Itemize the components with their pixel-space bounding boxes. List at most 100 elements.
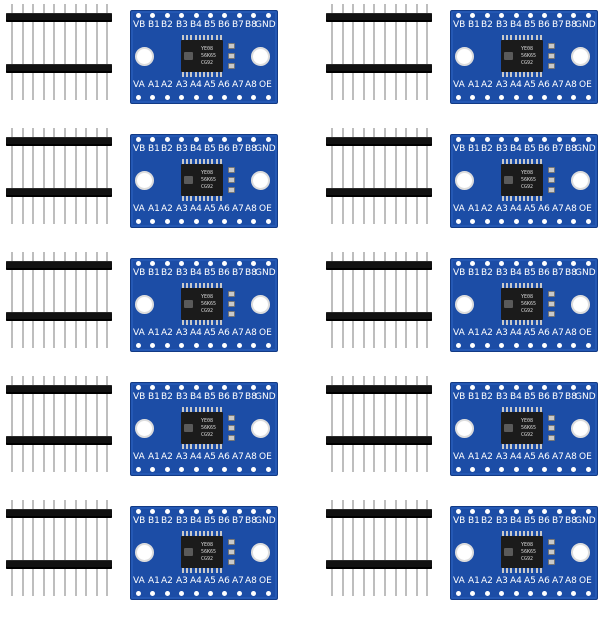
- chip-lead: [211, 531, 214, 536]
- pin-label-top: B4: [190, 516, 202, 526]
- header-pin: [362, 50, 365, 100]
- header-pin: [53, 174, 56, 224]
- solder-pad: [556, 385, 562, 390]
- chip-lead: [198, 283, 201, 288]
- pin-label-top: B5: [524, 268, 536, 278]
- pin-label-bottom: A5: [524, 576, 536, 586]
- mounting-hole: [251, 419, 270, 438]
- header-pin: [384, 174, 386, 224]
- pin-label-top: B4: [510, 144, 522, 154]
- solder-pad: [484, 13, 490, 18]
- chip-lead: [215, 568, 218, 573]
- chip-leads: [501, 72, 543, 77]
- header-pin: [373, 174, 376, 224]
- header-pin: [11, 50, 13, 100]
- solder-pad: [528, 467, 533, 472]
- pin-label-bottom: A7: [232, 452, 244, 462]
- pin-label-top: B7: [552, 268, 564, 278]
- chip-lead: [182, 72, 184, 77]
- header-pin: [331, 298, 333, 348]
- header-pin: [85, 500, 88, 546]
- mounting-hole: [455, 47, 474, 66]
- pin-label-bottom: A2: [161, 80, 173, 90]
- header-pin: [341, 500, 344, 546]
- smd-component: [548, 301, 555, 307]
- header-pin: [74, 4, 77, 50]
- solder-pad-row: [456, 467, 592, 473]
- pin-header: [326, 4, 432, 76]
- pin-label-top: B6: [538, 268, 550, 278]
- pin-label-bottom: VA: [453, 80, 465, 90]
- chip-lead: [182, 196, 184, 201]
- solder-pad: [179, 343, 185, 348]
- chip-lead: [539, 196, 542, 201]
- chip-marking: YE08: [521, 46, 534, 52]
- header-pin: [426, 252, 429, 298]
- header-pin: [405, 174, 408, 224]
- chip-marking: YE08: [201, 542, 214, 548]
- smd-component: [228, 301, 235, 307]
- header-pin: [32, 252, 35, 298]
- chip-lead: [514, 407, 517, 412]
- solder-pad: [222, 219, 228, 224]
- header-pin: [415, 422, 418, 472]
- header-pin: [95, 500, 98, 546]
- chip-lead: [510, 320, 513, 325]
- pin-label-top: B4: [510, 268, 522, 278]
- header-pin: [341, 298, 344, 348]
- header-pin: [394, 50, 397, 100]
- header-pin: [85, 298, 88, 348]
- chip-lead: [190, 320, 193, 325]
- header-pin: [341, 252, 344, 298]
- chip-marking: 56K65: [201, 549, 217, 555]
- header-pin: [74, 376, 77, 422]
- solder-pad: [193, 343, 199, 348]
- header-pin: [85, 4, 88, 50]
- pin-label-top: VB: [133, 20, 146, 30]
- header-pin: [362, 546, 365, 596]
- pin-label-bottom: A5: [524, 204, 536, 214]
- chip-lead: [506, 407, 509, 412]
- solder-pad: [499, 591, 505, 596]
- pin-label-bottom: A3: [176, 204, 188, 214]
- header-pin: [53, 4, 56, 50]
- pin-label-bottom: OE: [259, 204, 272, 214]
- chip-lead: [186, 407, 189, 412]
- header-pin: [21, 298, 24, 348]
- chip-lead: [194, 35, 197, 40]
- pin-label-top: B6: [538, 392, 550, 402]
- solder-pad: [571, 219, 577, 224]
- smd-component: [548, 53, 555, 59]
- header-plastic-strip: [6, 509, 112, 518]
- header-pin: [53, 546, 56, 596]
- solder-pad: [513, 13, 519, 18]
- header-plastic-strip: [6, 560, 112, 569]
- pin-label-bottom: VA: [133, 576, 145, 586]
- header-pin: [415, 174, 418, 224]
- pin-label-bottom: A3: [496, 80, 508, 90]
- chip-marking: CG92: [521, 556, 534, 562]
- smd-component: [548, 43, 555, 49]
- solder-pad: [164, 137, 170, 142]
- solder-pad: [208, 219, 213, 224]
- chip-leads: [501, 407, 543, 412]
- chip-lead: [531, 159, 534, 164]
- pin-label-bottom: OE: [579, 328, 592, 338]
- chip-marking: CG92: [201, 308, 214, 314]
- chip-marking: CG92: [201, 184, 214, 190]
- chip-lead: [182, 320, 184, 325]
- chip-lead: [535, 283, 538, 288]
- chip-lead: [518, 35, 521, 40]
- chip-lead: [510, 568, 513, 573]
- header-pin: [384, 252, 386, 298]
- header-pin: [331, 376, 333, 422]
- smd-component: [228, 539, 235, 545]
- header-plastic-strip: [326, 560, 432, 569]
- pin-headers: [6, 128, 112, 248]
- header-plastic-strip: [326, 509, 432, 518]
- solder-pad: [150, 13, 156, 18]
- pin-label-top: B7: [552, 516, 564, 526]
- header-pin: [426, 4, 429, 50]
